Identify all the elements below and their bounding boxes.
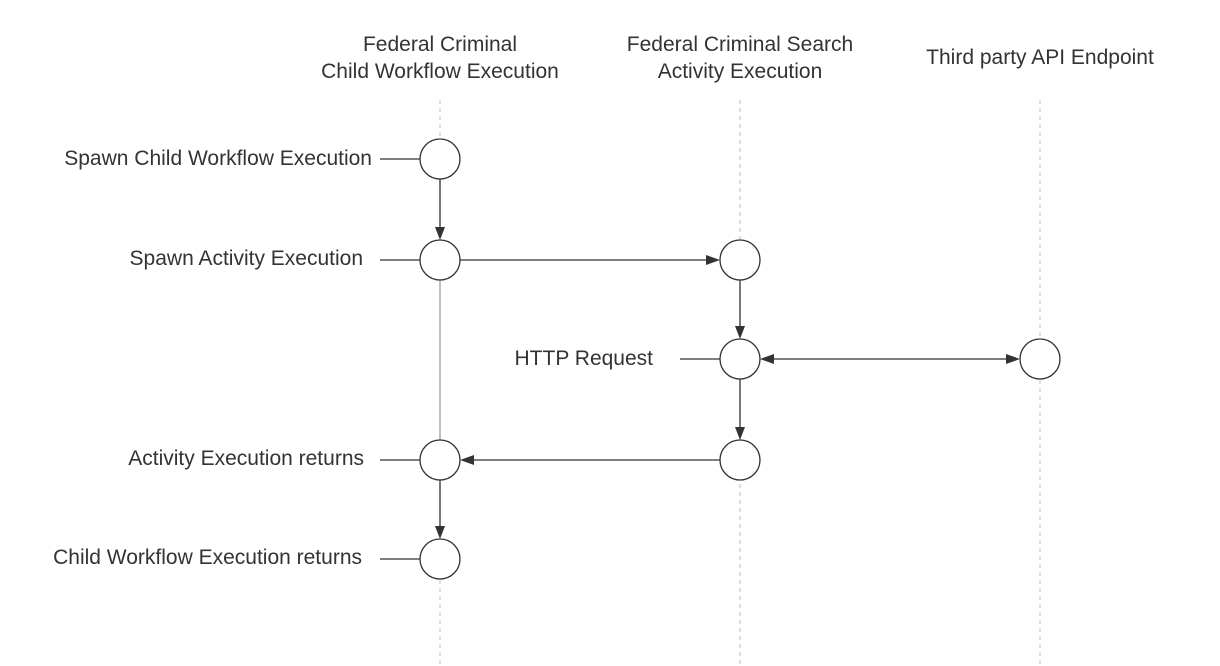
arrowhead-left-api	[760, 354, 774, 364]
node-child-workflow-returns	[419, 538, 461, 580]
node-activity-execution-returns	[419, 439, 461, 481]
step-label-http-request: HTTP Request	[515, 347, 654, 370]
node-spawn-child-workflow	[419, 138, 461, 180]
column-title-third-party-api: Third party API Endpoint	[926, 46, 1154, 69]
arrowhead-right-api	[1006, 354, 1020, 364]
step-label-activity-returns: Activity Execution returns	[128, 447, 364, 470]
node-activity-return	[719, 439, 761, 481]
arrowhead-down-2	[735, 326, 745, 339]
column-title-activity-line1: Federal Criminal Search	[627, 33, 853, 56]
column-title-child-workflow-line2: Child Workflow Execution	[321, 60, 559, 83]
step-label-spawn-activity: Spawn Activity Execution	[130, 247, 363, 270]
step-label-child-workflow-returns: Child Workflow Execution returns	[53, 546, 362, 569]
node-http-request	[719, 338, 761, 380]
node-third-party-api	[1019, 338, 1061, 380]
arrowhead-down-3	[735, 427, 745, 440]
column-title-activity-line2: Activity Execution	[658, 60, 823, 83]
node-spawn-activity	[419, 239, 461, 281]
arrowhead-left-1	[460, 455, 474, 465]
arrowhead-right-1	[706, 255, 720, 265]
node-activity-start	[719, 239, 761, 281]
arrowhead-down-4	[435, 526, 445, 539]
arrowhead-down-1	[435, 227, 445, 240]
column-title-child-workflow-line1: Federal Criminal	[363, 33, 517, 56]
step-label-spawn-child-workflow: Spawn Child Workflow Execution	[64, 147, 372, 170]
